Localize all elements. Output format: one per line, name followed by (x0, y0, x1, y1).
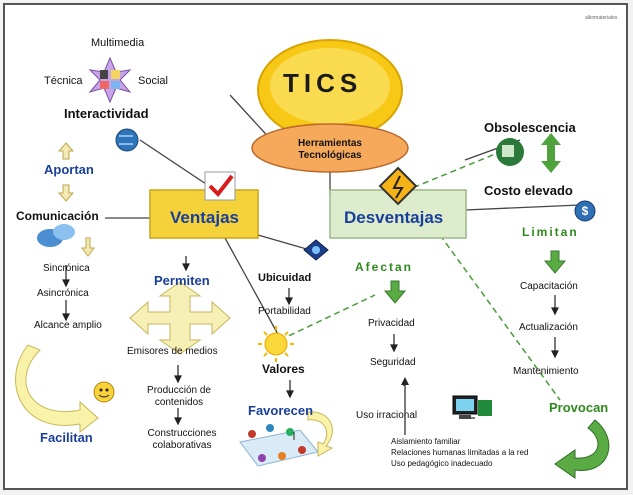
provocan-label: Provocan (549, 400, 609, 415)
dashed-link (439, 234, 561, 401)
computer-icon (452, 395, 492, 419)
construcciones-label: Construcciones colaborativas (147, 428, 217, 451)
herramientas-oval (251, 123, 409, 173)
privacidad-label: Privacidad (368, 318, 415, 329)
comunicacion-down-arrow (81, 237, 95, 257)
alcance-label: Alcance amplio (34, 320, 102, 331)
dashed-link (279, 294, 376, 341)
capacitacion-label: Capacitación (520, 281, 578, 292)
herramientas-label: Herramientas Tecnológicas (298, 138, 362, 161)
actualizacion-label: Actualización (519, 322, 578, 333)
provocan-curved-arrow (554, 419, 610, 479)
produccion-label: Producción de contenidos (147, 385, 211, 408)
effect-item: Aislamiento familiar (391, 437, 461, 446)
costo-label: Costo elevado (484, 183, 573, 198)
chat-bubbles-icon (37, 224, 75, 247)
green-down-arrow (383, 250, 567, 304)
favorecen-curved-arrow (307, 411, 334, 457)
effect-item: Relaciones humanas limitadas a la red (391, 448, 529, 457)
aportan-arrows (57, 142, 75, 202)
watermark-text: alkomateriales (585, 15, 618, 21)
social-label: Social (138, 75, 168, 87)
obsolescencia-label: Obsolescencia (484, 120, 576, 135)
people-collaboration-icon (239, 424, 319, 467)
checkmark-icon (204, 171, 236, 201)
desventajas-label: Desventajas (344, 208, 444, 227)
favorecen-label: Favorecen (248, 403, 314, 418)
asincronica-label: Asincrónica (37, 288, 89, 299)
connector-line (139, 139, 216, 191)
permiten-label: Permiten (154, 273, 210, 288)
limitan-label: Limitan (522, 225, 579, 239)
effect-item: Uso pedagógico inadecuado (391, 459, 493, 468)
interactividad-label: Interactividad (64, 106, 149, 121)
ventajas-box (149, 189, 259, 239)
connector-line (257, 234, 311, 251)
svg-text:$: $ (582, 204, 589, 218)
coin-icon: $ (574, 200, 596, 222)
mantenimiento-label: Mantenimiento (513, 366, 579, 377)
effects-list: Aislamiento familiar Relaciones humanas … (391, 436, 528, 469)
facilitan-curved-arrow (15, 344, 115, 434)
thumbs-down-icon (496, 138, 524, 166)
connector-line (224, 237, 281, 339)
ubicuidad-label: Ubicuidad (258, 272, 312, 284)
afectan-label: Afectan (355, 260, 414, 274)
tecnica-label: Técnica (44, 75, 83, 87)
facilitan-label: Facilitan (40, 430, 93, 445)
warning-icon (378, 166, 418, 206)
ventajas-label: Ventajas (170, 208, 239, 227)
aportan-label: Aportan (44, 162, 94, 177)
sun-icon (258, 326, 294, 362)
emisores-label: Emisores de medios (127, 346, 218, 357)
globe-icon (115, 128, 139, 152)
uso-irracional-label: Uso irracional (356, 410, 418, 421)
up-down-arrow-icon (541, 133, 561, 173)
connector-line (464, 204, 581, 211)
portabilidad-label: Portabilidad (258, 306, 311, 317)
four-way-arrow-icon (129, 281, 231, 355)
sincronica-label: Sincrónica (43, 263, 90, 274)
seguridad-label: Seguridad (370, 357, 416, 368)
ubicuidad-icon (303, 239, 329, 261)
multimedia-star-icon (88, 56, 132, 104)
multimedia-label: Multimedia (91, 37, 145, 49)
valores-label: Valores (262, 362, 305, 376)
tics-title: TICS (283, 68, 363, 98)
comunicacion-label: Comunicación (16, 209, 99, 223)
